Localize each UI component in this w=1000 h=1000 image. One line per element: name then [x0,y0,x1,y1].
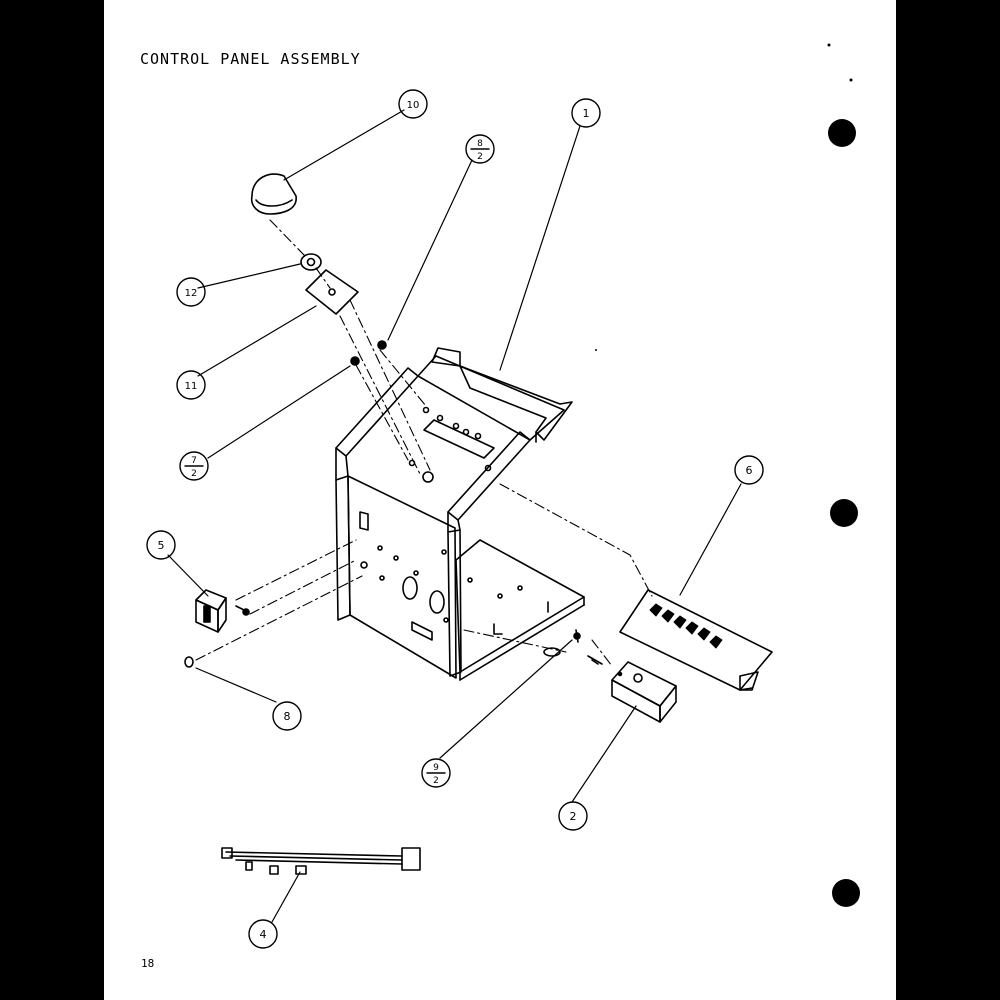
callout-bubbles [146,89,764,949]
binder-holes [595,43,860,907]
leader-lines [167,109,742,923]
washer-and-plate [300,253,359,315]
callout-1: 1 [583,107,590,120]
callout-8-2-den: 2 [477,152,483,162]
wire-harness [221,847,421,875]
panel-screws [350,340,387,366]
callout-8: 8 [284,710,291,723]
screw-with-washer [543,629,603,665]
callout-10: 10 [407,100,420,111]
callout-9-2-den: 2 [433,776,439,786]
callout-11: 11 [185,381,198,392]
callout-6: 6 [746,464,753,477]
callout-9-2-num: 9 [433,763,439,773]
callout-labels: 10 1 8 2 12 11 7 2 5 6 8 9 2 2 4 [158,100,753,941]
rocker-switch [195,589,250,633]
control-board [619,589,773,691]
callout-5: 5 [158,539,165,552]
scan-border-left [0,0,104,1000]
page-number: 18 [141,957,155,970]
callout-7-2-num: 7 [191,456,197,466]
callout-8-2-num: 8 [477,139,483,149]
page-title: CONTROL PANEL ASSEMBLY [140,50,361,68]
callout-7-2-den: 2 [191,469,197,479]
callout-12: 12 [185,288,198,299]
transformer [611,661,677,723]
callout-2: 2 [570,810,577,823]
chassis [335,347,585,681]
indicator-lamp [184,656,194,668]
drawing-sheet [104,0,896,1000]
knob [250,173,297,215]
scan-border-right [896,0,1000,1000]
callout-4: 4 [260,928,267,941]
assembly-centerlines [195,219,653,667]
